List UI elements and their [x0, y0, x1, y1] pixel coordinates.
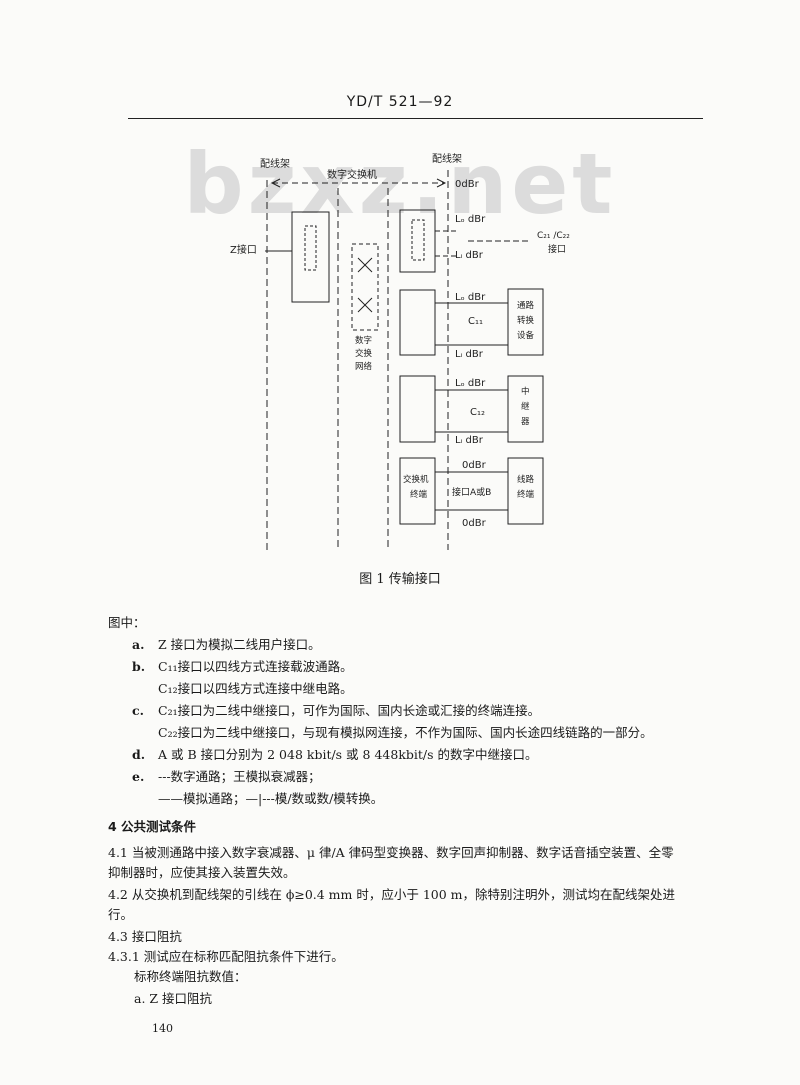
lo-dbr-1: Lₒ dBr	[455, 214, 486, 225]
section-4-1-line1: 4.1 当被测通路中接入数字衰减器、μ 律/A 律码型变换器、数字回声抑制器、数…	[108, 845, 674, 860]
watermark: bzxz.net	[183, 135, 617, 233]
lo-dbr-3: Lₒ dBr	[455, 378, 486, 389]
switch-net-label-3: 网络	[355, 361, 373, 372]
section-4-1-line2: 抑制器时，应使其接入装置失效。	[108, 865, 296, 880]
item-marker: a.	[132, 637, 145, 652]
section-4-title: 4 公共测试条件	[108, 819, 197, 834]
odbr-4b: 0dBr	[462, 518, 487, 529]
item-text: C₂₁接口为二线中继接口，可作为国际、国内长途或汇接的终端连接。	[158, 703, 541, 718]
list-item: d. A 或 B 接口分别为 2 048 kbit/s 或 8 448kbit/s…	[132, 744, 538, 763]
c2-interface-label-2: 接口	[548, 243, 566, 255]
section-4-3: 4.3 接口阻抗	[108, 929, 182, 944]
c11-label: C₁₁	[468, 316, 483, 327]
section-4-2-line1: 4.2 从交换机到配线架的引线在 ϕ≥0.4 mm 时，应小于 100 m，除特…	[108, 887, 676, 902]
item-a-z-impedance: a. Z 接口阻抗	[134, 991, 213, 1006]
item-marker: d.	[132, 747, 146, 762]
li-dbr-1: Lᵢ dBr	[455, 250, 484, 261]
list-item: C₁₂接口以四线方式连接中继电路。	[132, 678, 353, 697]
line-terminal-label-2: 终端	[517, 489, 535, 500]
channel-equipment-label-2: 转换	[517, 315, 535, 326]
repeater-label-1: 中	[521, 386, 530, 397]
switch-net-label-1: 数字	[355, 335, 372, 346]
document-header: YD/T 521—92	[346, 94, 454, 110]
repeater-block	[507, 375, 544, 443]
repeater-label-2: 继	[521, 401, 530, 412]
pxj-right-label: 配线架	[432, 152, 462, 165]
item-text: C₁₂接口以四线方式连接中继电路。	[158, 681, 353, 696]
c12-label: C₁₂	[470, 407, 485, 418]
pxj-left-label: 配线架	[260, 157, 290, 170]
list-item: C₂₂接口为二线中继接口，与现有模拟网连接，不作为国际、国内长途四线链路的一部分…	[132, 722, 653, 741]
nominal-impedance-label: 标称终端阻抗数值：	[134, 969, 247, 984]
item-marker: e.	[132, 769, 145, 784]
item-text: C₂₂接口为二线中继接口，与现有模拟网连接，不作为国际、国内长途四线链路的一部分…	[158, 725, 653, 740]
item-text: C₁₁接口以四线方式连接载波通路。	[158, 659, 353, 674]
line-terminal-block	[507, 457, 544, 525]
item-text: ---数字通路；王模拟衰减器；	[158, 769, 321, 784]
section-4-3-1: 4.3.1 测试应在标称匹配阻抗条件下进行。	[108, 949, 344, 964]
li-dbr-3: Lᵢ dBr	[455, 435, 484, 446]
switch-net-label-2: 交换	[355, 348, 373, 359]
item-marker: b.	[132, 659, 146, 674]
c11-block	[399, 289, 436, 356]
header-rule	[128, 118, 703, 119]
line-terminal-label-1: 线路	[517, 474, 535, 485]
list-item: a. Z 接口为模拟二线用户接口。	[132, 634, 321, 653]
z-inner-box	[304, 225, 317, 271]
item-marker: c.	[132, 703, 144, 718]
section-4-2-line2: 行。	[108, 907, 134, 922]
li-dbr-2: Lᵢ dBr	[455, 349, 484, 360]
c12-block	[399, 375, 436, 443]
c2-interface-label-1: C₂₁ /C₂₂	[537, 231, 570, 241]
figure-caption: 图 1 传输接口	[359, 572, 441, 587]
exchange-terminal-block	[399, 457, 436, 525]
odbr-4a: 0dBr	[462, 460, 487, 471]
item-text: ——模拟通路；—|---模/数或数/模转换。	[158, 791, 384, 806]
c2-block	[399, 209, 436, 273]
exchange-terminal-label-2: 终端	[410, 489, 428, 500]
digital-exchange-label: 数字交换机	[327, 168, 377, 181]
z-interface-label: Z接口	[230, 243, 257, 256]
transmission-interface-diagram: 配线架 配线架 数字交换机 0dBr Z接口 Lₒ dBr Lᵢ dBr C₂₁…	[230, 152, 570, 550]
repeater-label-3: 器	[521, 417, 530, 427]
switch-network-block	[351, 243, 379, 331]
interface-ab-label: 接口A或B	[452, 486, 491, 498]
item-text: A 或 B 接口分别为 2 048 kbit/s 或 8 448kbit/s 的…	[158, 747, 538, 762]
list-item: e. ---数字通路；王模拟衰减器；	[132, 766, 321, 785]
list-item: ——模拟通路；—|---模/数或数/模转换。	[132, 788, 383, 807]
list-item: c. C₂₁接口为二线中继接口，可作为国际、国内长途或汇接的终端连接。	[132, 700, 540, 719]
odbr-top: 0dBr	[455, 179, 480, 190]
arrow-right-head	[436, 178, 447, 188]
legend-title: 图中：	[108, 615, 146, 630]
item-text: Z 接口为模拟二线用户接口。	[158, 637, 321, 652]
z-block	[291, 211, 330, 303]
channel-equipment-label-1: 通路	[517, 300, 535, 311]
exchange-terminal-label-1: 交换机	[403, 474, 429, 485]
channel-equipment-label-3: 设备	[517, 330, 535, 341]
list-item: b. C₁₁接口以四线方式连接载波通路。	[132, 656, 353, 675]
lo-dbr-2: Lₒ dBr	[455, 292, 486, 303]
arrow-left-head	[270, 178, 281, 188]
page-number: 140	[152, 1022, 173, 1035]
channel-equipment-block	[507, 288, 544, 356]
